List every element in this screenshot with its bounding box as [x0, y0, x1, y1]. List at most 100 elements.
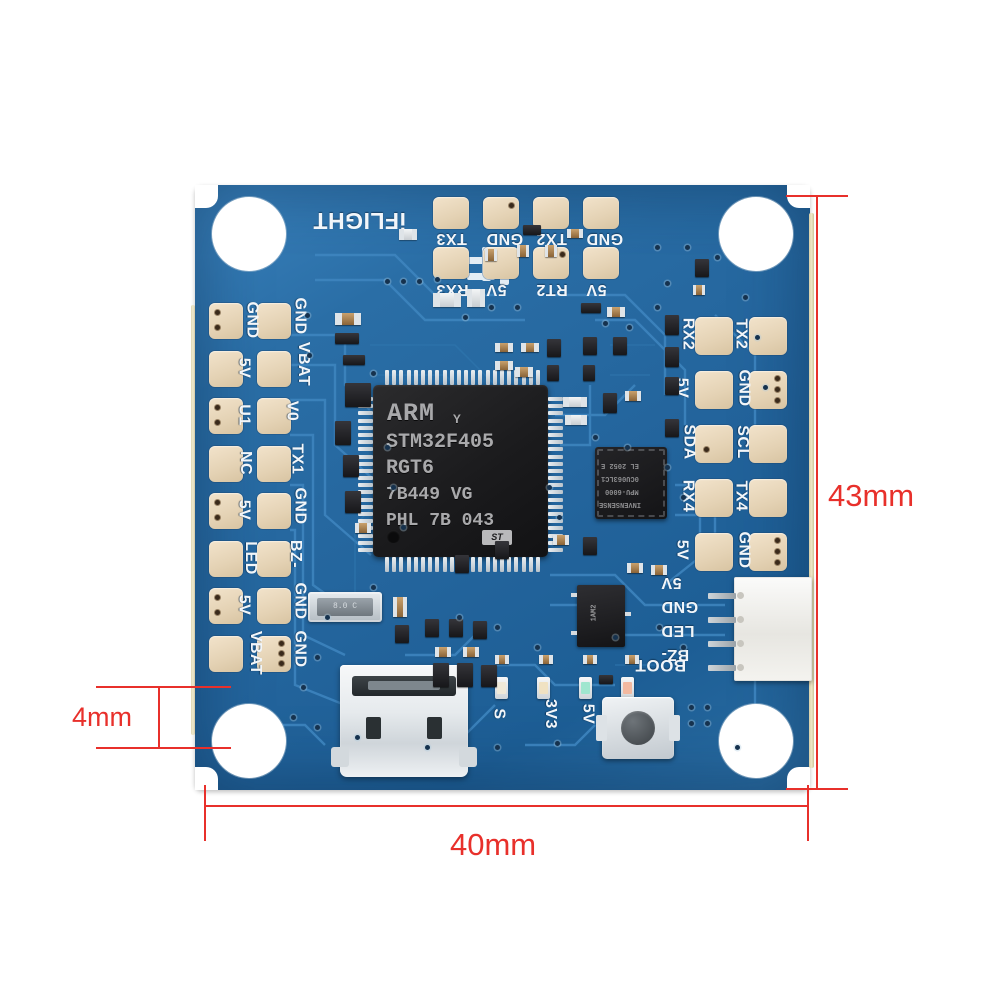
smd-component: [481, 665, 497, 687]
smd-component: [343, 355, 365, 365]
pad-via: [279, 640, 284, 646]
pcb-via: [371, 585, 376, 590]
pad-label-left-outer-6: 5V: [235, 594, 253, 616]
pad-left-inner-4: [257, 493, 291, 529]
pcb-via: [743, 295, 748, 300]
pad-right-outer-3: [749, 479, 787, 517]
smd-component: [665, 377, 679, 395]
mcu-pin: [548, 468, 563, 473]
mcu-pin: [485, 370, 490, 385]
pad-label-left-outer-2: U1: [235, 404, 253, 426]
boot-button[interactable]: [596, 697, 680, 759]
pcb-via: [627, 325, 632, 330]
pad-left-outer-2: [209, 398, 243, 434]
pcb-via: [291, 715, 296, 720]
pad-left-inner-2: [257, 398, 291, 434]
smd-component: [665, 347, 679, 367]
pad-label-right-inner-4: 5V: [673, 539, 691, 561]
mcu-line-suffix: RGT6: [386, 457, 435, 480]
mcu-pin: [385, 370, 389, 385]
smd-terminal: [495, 343, 500, 352]
smd-terminal: [493, 249, 497, 261]
pcb-via: [385, 445, 390, 450]
pad-via: [775, 398, 780, 403]
pad-left-inner-6: [257, 588, 291, 624]
pcb-via: [705, 721, 710, 726]
led-label-2: 5V: [579, 703, 597, 725]
micro-usb-port: [331, 665, 477, 777]
mcu-pin: [548, 512, 563, 516]
smd-component: [523, 225, 541, 235]
pcb-via: [401, 279, 406, 284]
smd-terminal: [508, 343, 513, 352]
smd-terminal: [505, 655, 509, 664]
pad-label-left-inner-7: GND: [291, 629, 309, 668]
pcb-via: [371, 371, 376, 376]
gold-edge-plating-right: [809, 213, 814, 768]
smd-terminal: [567, 229, 572, 238]
mcu-pin: [358, 461, 373, 466]
smd-component: [495, 361, 513, 370]
smd-component: [693, 285, 705, 295]
smd-terminal: [467, 289, 472, 307]
dimension-height-label: 43mm: [828, 478, 915, 513]
smd-component: [547, 365, 559, 381]
crystal-marking: 8.0 C: [332, 602, 357, 611]
mcu-pin: [358, 497, 373, 502]
smd-component: [433, 663, 449, 687]
smd-component: [539, 655, 553, 664]
jst-label-1: GND: [661, 598, 699, 615]
mcu-pin1-dot: [387, 530, 400, 543]
led-die: [581, 682, 590, 694]
mcu-pin: [358, 547, 373, 552]
smd-terminal: [553, 535, 558, 545]
mcu-pin: [358, 519, 373, 524]
board-notch-top-left: [195, 185, 218, 208]
smd-terminal: [412, 229, 417, 240]
smd-component: [695, 259, 709, 277]
regulator-marking: 1AM2: [590, 604, 599, 622]
smd-terminal: [627, 563, 632, 573]
smd-terminal: [583, 655, 587, 664]
pcb-via: [655, 305, 660, 310]
led-die: [497, 682, 506, 694]
mcu-pin: [442, 557, 447, 572]
pcb-via: [603, 321, 608, 326]
smd-component: [485, 249, 497, 261]
smd-component: [553, 535, 569, 545]
mcu-pin: [548, 547, 563, 552]
smd-component: [563, 397, 587, 407]
smd-terminal: [693, 285, 697, 295]
mcu-pin: [478, 557, 483, 572]
pad-label-top-outer-0: TX3: [436, 230, 467, 247]
mcu-line-part: STM32F405: [386, 431, 495, 454]
boot-button-cap[interactable]: [621, 711, 655, 745]
pcb-via: [307, 353, 312, 358]
mcu-pin: [485, 557, 490, 572]
mcu-pin: [548, 490, 563, 495]
smd-terminal: [495, 361, 500, 370]
pcb-via: [735, 745, 740, 750]
smd-terminal: [435, 647, 440, 657]
smd-component: [395, 625, 409, 643]
smd-terminal: [581, 415, 587, 425]
pad-label-left-outer-4: 5V: [235, 499, 253, 521]
mcu-line-arm: ARM: [387, 399, 436, 428]
pcb-via: [689, 721, 694, 726]
smd-terminal: [635, 655, 639, 664]
smd-component: [463, 647, 479, 657]
smd-component: [433, 293, 461, 307]
pcb-via: [593, 435, 598, 440]
mcu-pin: [358, 468, 373, 473]
smd-terminal: [355, 523, 360, 533]
mcu-pin: [392, 557, 397, 572]
smd-component: [467, 289, 485, 307]
pad-via: [279, 650, 284, 656]
mcu-pin: [521, 370, 526, 385]
smd-terminal: [393, 597, 397, 617]
pcb-via: [425, 745, 430, 750]
smd-component: [517, 245, 529, 257]
mounting-hole-top-right: [719, 197, 793, 271]
mcu-pin: [548, 404, 563, 409]
smd-component: [665, 419, 679, 437]
